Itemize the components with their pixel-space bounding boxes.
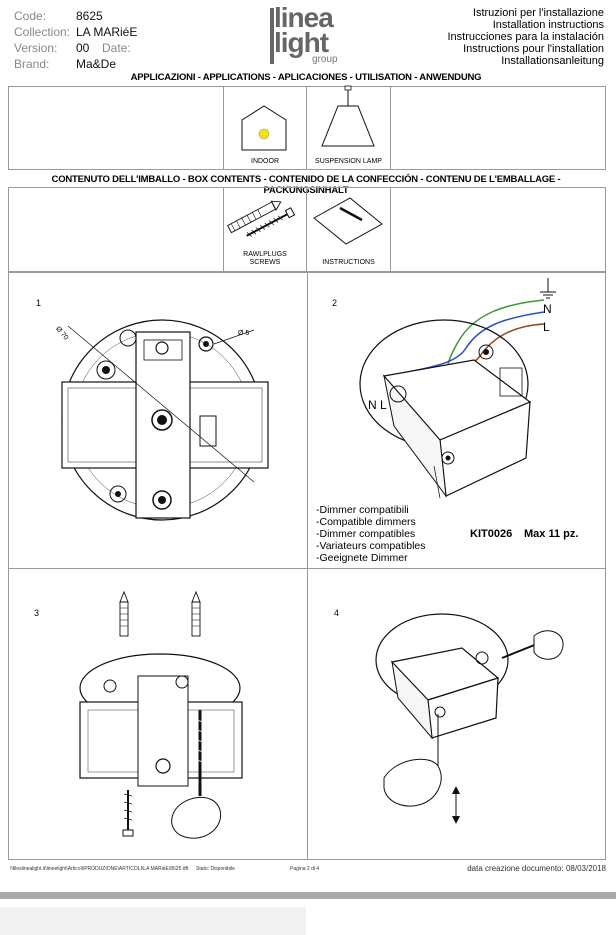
divider [390,86,391,170]
brand-label: Brand: [14,57,50,71]
step-4-number: 4 [334,608,340,618]
rawlplugs-label: RAWLPLUGS [243,251,287,258]
footer-page: Pagina 2 di 4 [290,866,320,872]
dimmer-note-it: -Dimmer compatibili [316,504,409,516]
footer-status: Stato: Disponibile [196,866,235,872]
divider [306,187,307,272]
divider [390,187,391,272]
date-label: Date: [102,41,131,55]
code-value: 8625 [76,9,103,23]
step-1-mounting-plate-diagram [61,319,269,521]
dimmer-note-fr: -Variateurs compatibles [316,540,426,552]
step-3-number: 3 [34,608,40,618]
footer-path: \\fileslinealight.it\lineelight\Articoli… [10,866,189,872]
instructions-en: Installation instructions [492,19,604,31]
applications-title: APPLICAZIONI - APPLICATIONS - APLICACION… [130,72,482,83]
step-1-dim-b: Ø 5 [238,330,250,337]
divider [223,187,224,272]
terminal-label-l: L [380,398,387,412]
indoor-house-icon [241,105,287,151]
instructions-booklet-icon [313,197,383,245]
version-label: Version: [14,41,58,55]
divider [307,272,308,860]
rawlplugs-screws-icon [227,200,296,237]
suspension-lamp-icon [321,85,375,147]
kit-code: KIT0026 [470,528,513,540]
dimmer-note-de: -Geeignete Dimmer [316,552,408,564]
collection-label: Collection: [14,25,71,39]
footer-created: data creazione documento: 08/03/2018 [467,864,606,873]
instructions-es: Instrucciones para la instalación [447,31,604,43]
applications-box [8,86,606,170]
step-4-hanging-diagram [375,613,564,824]
instructions-it: Istruzioni per l'installazione [472,7,604,19]
logo-line3: group [312,54,338,65]
linea-light-logo: linea light group [268,2,348,68]
step-2-number: 2 [332,298,338,308]
brand-value: Ma&De [76,57,117,71]
terminal-label-n: N [368,398,377,412]
page-separator [0,892,616,899]
code-label: Code: [14,9,47,23]
step-2-wiring-diagram [359,278,556,499]
version-value: 00 [76,41,90,55]
logo-line1: linea [274,2,334,33]
step-1-number: 1 [36,298,42,308]
next-page-strip [0,907,306,935]
step-3-ceiling-mount-diagram [79,590,243,839]
screws-label: SCREWS [249,259,281,266]
dimmer-note-es: -Dimmer compatibles [316,528,416,540]
divider [8,568,606,569]
kit-max: Max 11 pz. [524,528,579,540]
instructions-fr: Instructions pour l'installation [463,43,604,55]
logo-line2: light [274,27,329,58]
logo-bar [270,8,274,64]
collection-value: LA MARiéE [76,25,138,39]
instructions-label: INSTRUCTIONS [322,259,375,266]
instructions-de: Installationsanleitung [501,55,604,67]
wire-label-l: L [543,320,550,334]
divider [306,86,307,170]
suspension-lamp-label: SUSPENSION LAMP [315,158,382,165]
wire-label-n: N [543,302,552,316]
rawlplug-icon [119,590,129,637]
indoor-label: INDOOR [251,158,279,165]
box-contents-box [8,187,606,272]
divider [223,86,224,170]
dimmer-note-en: -Compatible dimmers [316,516,416,528]
